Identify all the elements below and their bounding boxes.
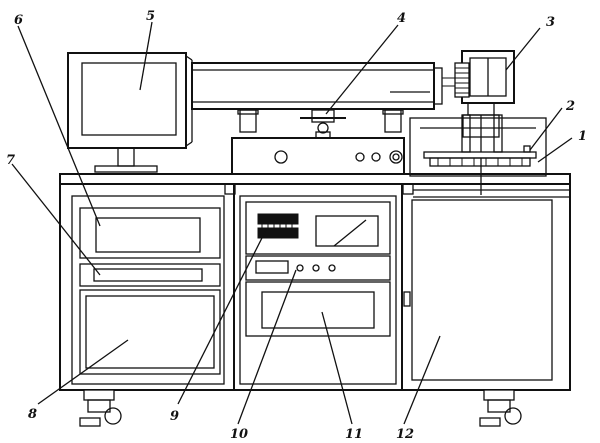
cabinet [59, 183, 571, 391]
leader-lines [11, 21, 573, 425]
callout-2: 2 [565, 99, 575, 114]
middle-rack [245, 201, 391, 337]
callout-labels: 1 2 3 4 5 6 7 8 9 10 11 12 [6, 9, 587, 442]
callout-10: 10 [230, 427, 248, 442]
callout-7: 7 [6, 153, 15, 168]
desk-top [59, 173, 571, 198]
callout-5: 5 [146, 9, 155, 24]
callout-6: 6 [14, 13, 23, 28]
laser-tube [191, 62, 443, 110]
monitor [67, 52, 193, 173]
caster-right [479, 389, 522, 427]
caster-left [79, 389, 122, 427]
left-rack [79, 207, 221, 375]
callout-12: 12 [396, 427, 414, 442]
callout-11: 11 [345, 427, 363, 442]
callout-3: 3 [546, 15, 555, 30]
callout-9: 9 [170, 409, 179, 424]
control-box [231, 137, 405, 175]
work-stage [409, 114, 547, 177]
mounting-bracket [237, 109, 404, 139]
laser-head [442, 50, 515, 195]
callout-4: 4 [397, 11, 406, 26]
callout-8: 8 [28, 407, 37, 422]
callout-1: 1 [578, 129, 587, 144]
vent-grille [257, 213, 299, 239]
